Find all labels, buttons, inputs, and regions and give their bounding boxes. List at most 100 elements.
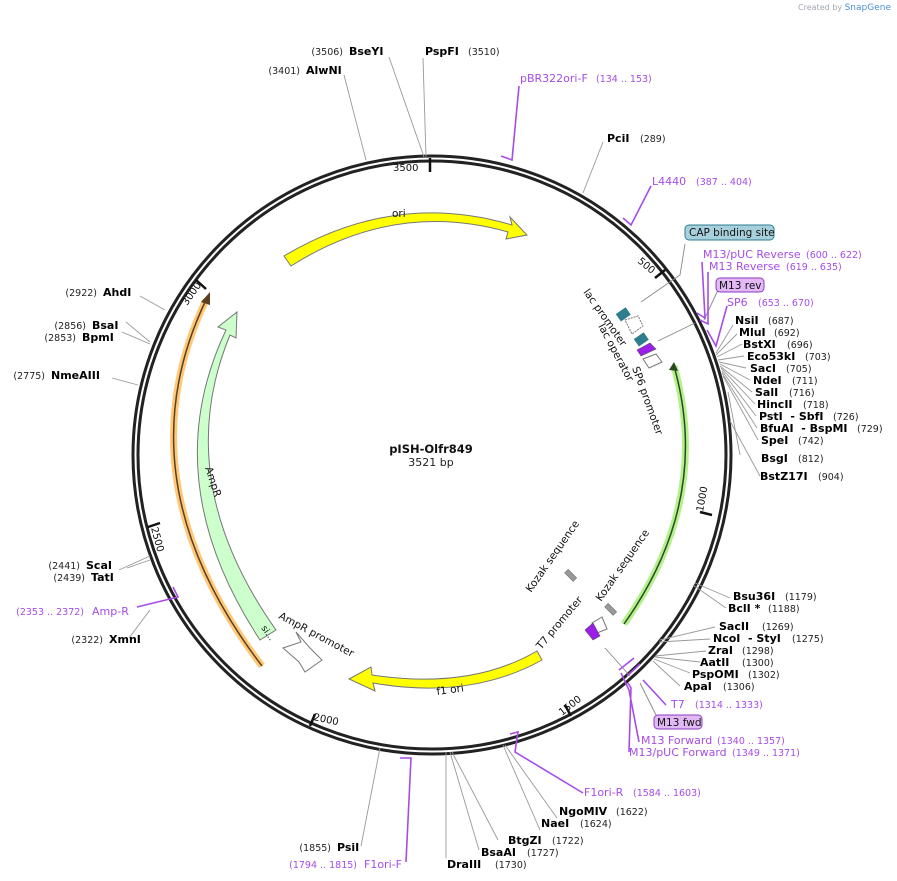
feature-kozak-2[interactable]: Kozak sequence bbox=[594, 527, 652, 616]
primer-l4440[interactable]: L4440 bbox=[652, 175, 686, 188]
enzyme-aatii[interactable]: AatII bbox=[700, 656, 729, 669]
enzyme-ndei[interactable]: NdeI bbox=[753, 374, 782, 387]
enzyme-apai[interactable]: ApaI bbox=[684, 680, 712, 693]
svg-text:(812): (812) bbox=[798, 454, 824, 465]
enzyme-scai[interactable]: ScaI bbox=[86, 559, 112, 572]
svg-text:(1302): (1302) bbox=[748, 670, 780, 681]
feature-f1-ori-label: f1 ori bbox=[436, 682, 465, 698]
svg-text:(696): (696) bbox=[787, 340, 813, 351]
enzyme-psii[interactable]: PsiI bbox=[337, 841, 359, 854]
orf-green[interactable] bbox=[621, 362, 689, 627]
enzyme-pcii[interactable]: PciI bbox=[607, 132, 629, 145]
enzyme-hincii[interactable]: HincII bbox=[757, 398, 793, 411]
feature-ampr-promoter[interactable]: AmpR promoter bbox=[277, 610, 357, 673]
enzyme-xmni[interactable]: XmnI bbox=[109, 633, 141, 646]
svg-text:(1794 .. 1815): (1794 .. 1815) bbox=[289, 860, 357, 871]
cap-binding-site-label[interactable]: CAP binding site bbox=[684, 224, 775, 241]
svg-text:(387 .. 404): (387 .. 404) bbox=[696, 177, 752, 188]
enzyme-psti-sbfi[interactable]: PstI - SbfI bbox=[759, 410, 824, 423]
feature-f1-ori[interactable]: f1 ori bbox=[347, 650, 543, 698]
svg-text:(2441): (2441) bbox=[48, 561, 80, 572]
svg-text:(1349 .. 1371): (1349 .. 1371) bbox=[732, 748, 800, 759]
enzyme-labels-right: PspFI (3510) PciI (289) NsiI (687) MluI … bbox=[425, 45, 883, 871]
primer-amp-r[interactable]: Amp-R bbox=[92, 605, 129, 618]
svg-text:(692): (692) bbox=[774, 328, 800, 339]
feature-sp6-purple[interactable] bbox=[636, 342, 657, 357]
feature-cap-binding-site[interactable] bbox=[615, 307, 631, 322]
svg-text:(687): (687) bbox=[768, 316, 794, 327]
primer-labels: pBR322ori-F (134 .. 153) L4440 (387 .. 4… bbox=[16, 72, 862, 871]
primer-f1ori-r[interactable]: F1ori-R bbox=[584, 786, 624, 799]
svg-text:(1298): (1298) bbox=[742, 646, 774, 657]
enzyme-nsii[interactable]: NsiI bbox=[735, 314, 759, 327]
snapgene-logo: SnapGene bbox=[844, 3, 891, 13]
svg-text:(716): (716) bbox=[789, 388, 815, 399]
m13-rev-label[interactable]: M13 rev bbox=[715, 277, 765, 293]
svg-text:(619 .. 635): (619 .. 635) bbox=[786, 262, 842, 273]
enzyme-bfuai-bspmi[interactable]: BfuAI - BspMI bbox=[760, 422, 848, 435]
enzyme-nmeaiii[interactable]: NmeAIII bbox=[51, 369, 100, 382]
primer-m13-reverse[interactable]: M13 Reverse bbox=[709, 260, 780, 273]
enzyme-alwni[interactable]: AlwNI bbox=[306, 64, 342, 77]
svg-text:(1722): (1722) bbox=[552, 836, 584, 847]
enzyme-bpmi[interactable]: BpmI bbox=[82, 331, 114, 344]
primer-pbr322ori-f[interactable]: pBR322ori-F bbox=[520, 72, 588, 85]
enzyme-tati[interactable]: TatI bbox=[91, 571, 114, 584]
feature-t7-promoter[interactable]: T7 promoter bbox=[533, 594, 608, 653]
svg-text:(2775): (2775) bbox=[13, 371, 45, 382]
feature-ampr[interactable]: AmpR si… bbox=[196, 310, 277, 643]
enzyme-bcli[interactable]: BclI * bbox=[728, 602, 761, 615]
primer-m13-puc-reverse[interactable]: M13/pUC Reverse bbox=[703, 248, 801, 261]
enzyme-bsaai[interactable]: BsaAI bbox=[481, 846, 516, 859]
enzyme-bstz17i[interactable]: BstZ17I bbox=[760, 470, 808, 483]
enzyme-btgzi[interactable]: BtgZI bbox=[508, 834, 542, 847]
primer-sp6[interactable]: SP6 bbox=[727, 296, 748, 309]
svg-text:(1179): (1179) bbox=[785, 592, 817, 603]
svg-text:(742): (742) bbox=[798, 436, 824, 447]
enzyme-bsai[interactable]: BsaI bbox=[92, 319, 118, 332]
primer-marks bbox=[136, 85, 728, 863]
enzyme-bseyi[interactable]: BseYI bbox=[349, 45, 383, 58]
enzyme-saci[interactable]: SacI bbox=[750, 362, 776, 375]
enzyme-sali[interactable]: SalI bbox=[755, 386, 778, 399]
svg-text:(729): (729) bbox=[857, 424, 883, 435]
svg-text:(1855): (1855) bbox=[299, 843, 331, 854]
feature-t7-promoter-label: T7 promoter bbox=[533, 594, 585, 653]
primer-m13-puc-forward[interactable]: M13/pUC Forward bbox=[629, 746, 727, 759]
svg-text:CAP binding site: CAP binding site bbox=[689, 227, 775, 239]
plasmid-length: 3521 bp bbox=[408, 456, 453, 469]
enzyme-eco53ki[interactable]: Eco53kI bbox=[747, 350, 795, 363]
enzyme-zrai[interactable]: ZraI bbox=[708, 644, 733, 657]
m13-fwd-label[interactable]: M13 fwd bbox=[653, 714, 703, 730]
enzyme-sacii[interactable]: SacII bbox=[719, 620, 749, 633]
feature-sp6-promoter[interactable]: SP6 promoter bbox=[629, 353, 665, 437]
enzyme-naei[interactable]: NaeI bbox=[541, 817, 569, 830]
svg-text:(705): (705) bbox=[786, 364, 812, 375]
snapgene-credit: Created by SnapGene bbox=[798, 3, 891, 13]
enzyme-mlui[interactable]: MluI bbox=[739, 326, 766, 339]
enzyme-pspfi[interactable]: PspFI bbox=[425, 45, 459, 58]
tick-1000: 1000 bbox=[695, 486, 710, 513]
svg-text:(904): (904) bbox=[818, 472, 844, 483]
enzyme-spei[interactable]: SpeI bbox=[761, 434, 788, 447]
primer-t7[interactable]: T7 bbox=[670, 698, 685, 711]
enzyme-ahdi[interactable]: AhdI bbox=[103, 286, 131, 299]
enzyme-bsgi[interactable]: BsgI bbox=[761, 452, 788, 465]
svg-text:(653 .. 670): (653 .. 670) bbox=[758, 298, 814, 309]
feature-kozak-1[interactable]: Kozak sequence bbox=[524, 518, 582, 594]
primer-f1ori-f[interactable]: F1ori-F bbox=[364, 858, 402, 871]
enzyme-bstxi[interactable]: BstXI bbox=[743, 338, 776, 351]
feature-ori[interactable]: ori bbox=[283, 208, 528, 267]
orf-orange[interactable] bbox=[170, 292, 265, 669]
enzyme-pspomi[interactable]: PspOMI bbox=[692, 668, 739, 681]
enzyme-leader-lines bbox=[111, 56, 761, 858]
svg-text:(3510): (3510) bbox=[468, 47, 500, 58]
tick-2000: 2000 bbox=[312, 712, 339, 728]
primer-m13-forward[interactable]: M13 Forward bbox=[641, 734, 712, 747]
enzyme-bsu36i[interactable]: Bsu36I bbox=[733, 590, 775, 603]
enzyme-ngomiv[interactable]: NgoMIV bbox=[559, 805, 608, 818]
svg-text:M13 fwd: M13 fwd bbox=[657, 717, 702, 729]
enzyme-draiii[interactable]: DraIII bbox=[447, 858, 481, 871]
enzyme-ncoi-styi[interactable]: NcoI - StyI bbox=[713, 632, 781, 645]
